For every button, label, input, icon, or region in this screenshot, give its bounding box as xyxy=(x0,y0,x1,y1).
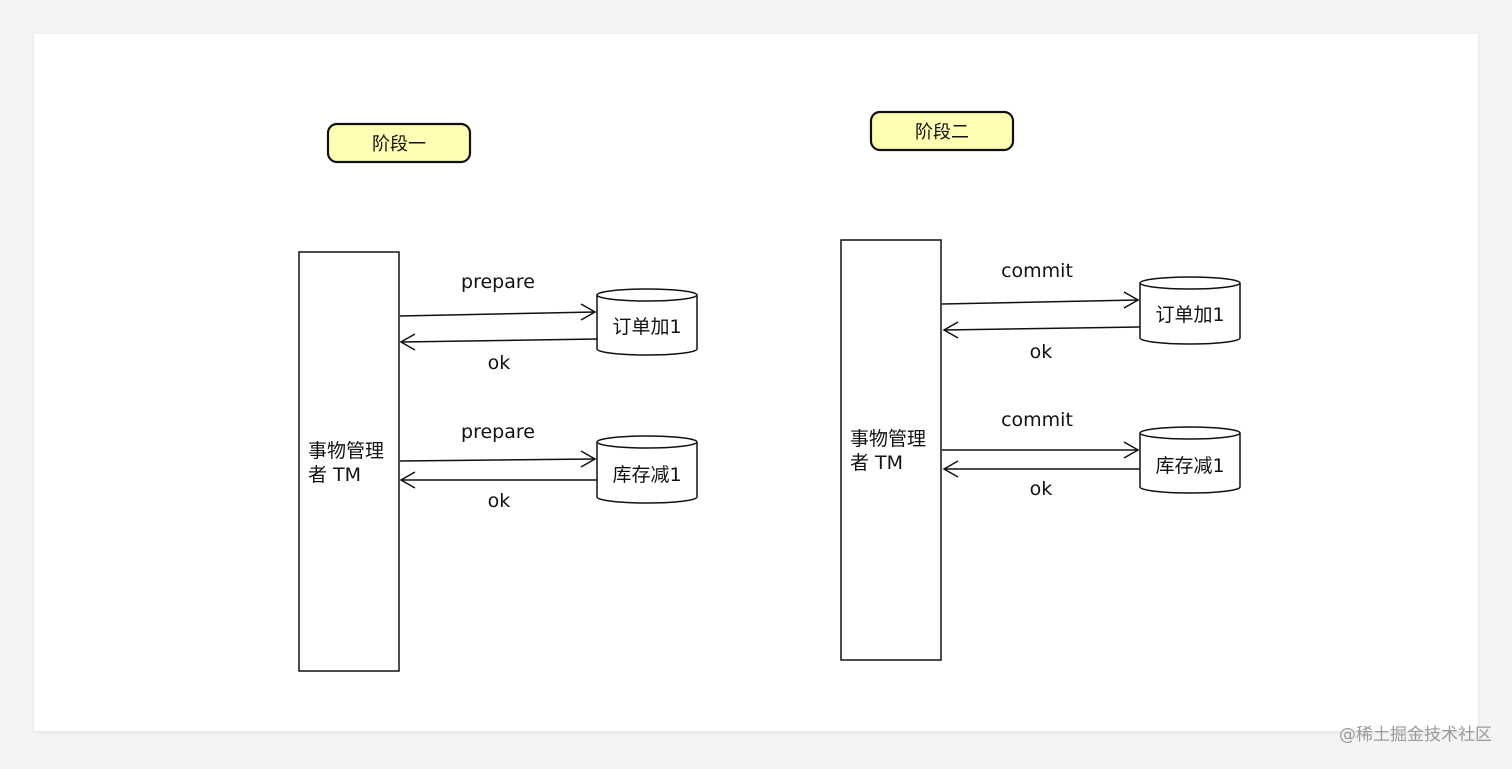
phase-1-db-order: 订单加1 xyxy=(596,288,698,356)
phase-1-badge: 阶段一 xyxy=(326,122,472,164)
phase-2-order-response-label: ok xyxy=(1030,341,1053,363)
phase-2-db-order-label: 订单加1 xyxy=(1155,304,1224,326)
phase-2-db-order: 订单加1 xyxy=(1139,276,1241,345)
phase-1-stock-request-label: prepare xyxy=(461,421,535,443)
phase-1-stock-response-label: ok xyxy=(488,490,511,512)
phase-2-db-stock: 库存减1 xyxy=(1139,426,1241,494)
phase-1-transaction-manager: 事物管理 者 TM xyxy=(298,251,400,672)
canvas-background xyxy=(34,34,1478,731)
phase-2-title: 阶段二 xyxy=(915,122,969,143)
phase-1-order-response-arrow xyxy=(399,333,598,351)
phase-1-order-request-label: prepare xyxy=(461,271,535,293)
phase-1-title: 阶段一 xyxy=(372,134,426,155)
phase-1-db-order-label: 订单加1 xyxy=(612,316,681,338)
phase-1-order-request-arrow xyxy=(399,303,597,321)
phase-2-manager-label-line-2: 者 TM xyxy=(850,452,903,474)
phase-1-manager-label-line-2: 者 TM xyxy=(308,464,361,486)
phase-1-manager-label-line-1: 事物管理 xyxy=(308,440,384,462)
phase-2-db-stock-label: 库存减1 xyxy=(1155,455,1224,477)
phase-1-stock-response-arrow xyxy=(399,471,597,489)
phase-1-stock-request-arrow xyxy=(399,450,597,468)
phase-2-stock-request-arrow xyxy=(942,441,1140,459)
phase-2-order-request-arrow xyxy=(941,291,1140,309)
phase-2-manager-label-line-1: 事物管理 xyxy=(850,428,926,450)
phase-1-order-response-label: ok xyxy=(488,352,511,374)
phase-2-group: 阶段二 事物管理 者 TM 订单加1 库存减1 c xyxy=(840,110,1241,661)
phase-1-db-stock-label: 库存减1 xyxy=(612,464,681,486)
phase-2-order-request-label: commit xyxy=(1001,260,1073,282)
phase-2-order-response-arrow xyxy=(942,321,1141,339)
phase-1-db-stock: 库存减1 xyxy=(596,435,698,504)
phase-1-group: 阶段一 事物管理 者 TM 订单加1 库存减1 p xyxy=(298,122,698,672)
phase-2-stock-response-label: ok xyxy=(1030,478,1053,500)
watermark: @稀土掘金技术社区 xyxy=(1339,725,1492,745)
phase-2-badge: 阶段二 xyxy=(869,110,1015,152)
phase-2-stock-response-arrow xyxy=(942,460,1140,478)
phase-2-transaction-manager: 事物管理 者 TM xyxy=(840,239,942,661)
phase-2-stock-request-label: commit xyxy=(1001,409,1073,431)
